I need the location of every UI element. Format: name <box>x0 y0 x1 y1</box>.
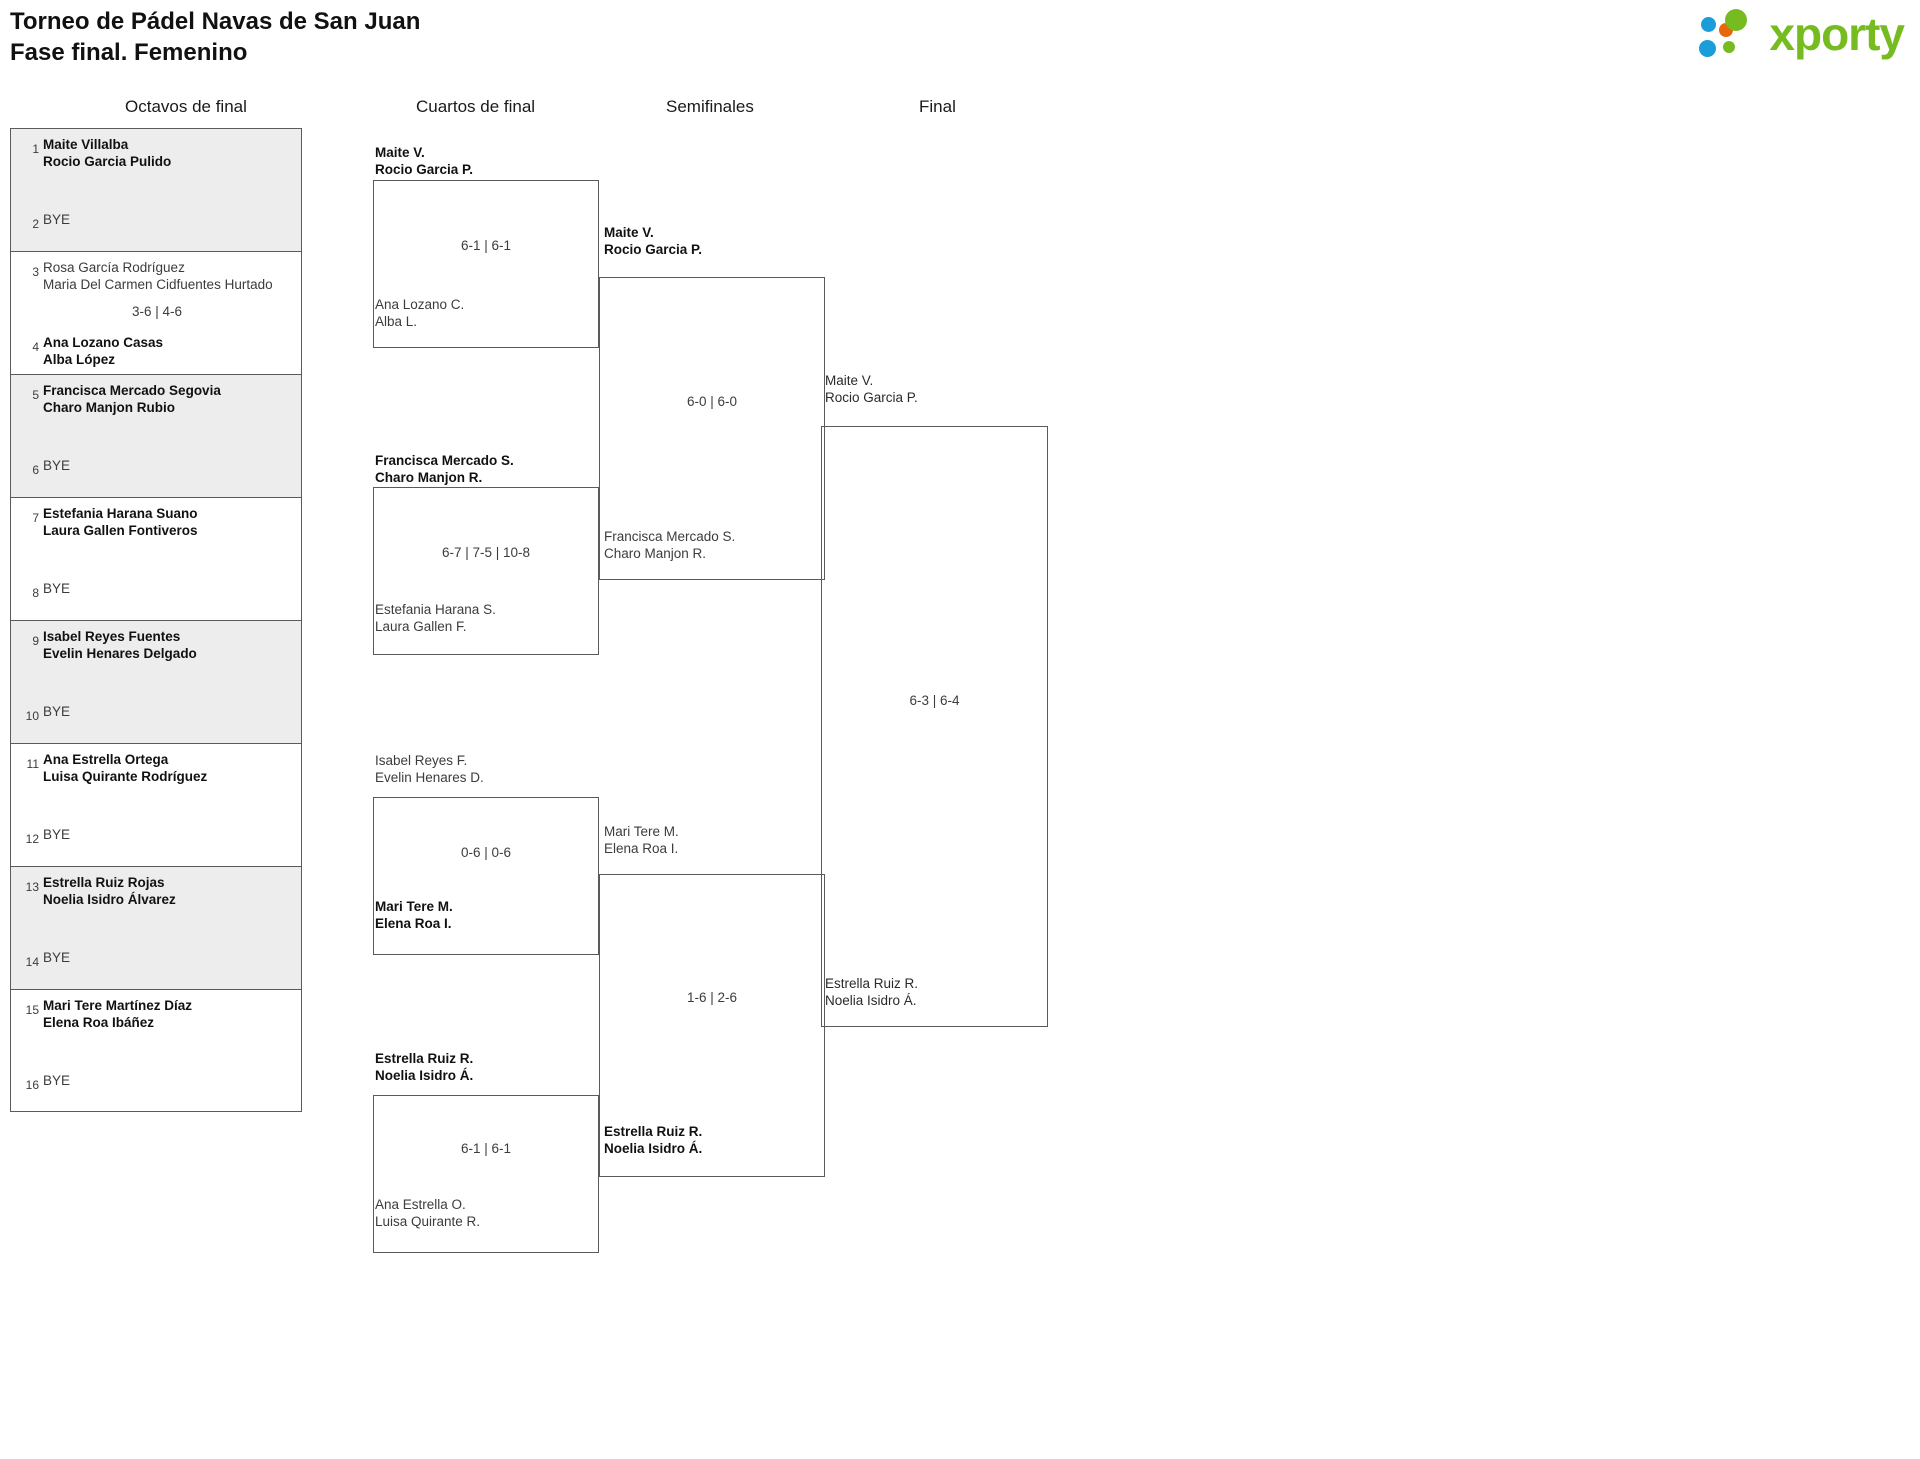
team-name: Mari Tere M. Elena Roa I. <box>375 899 453 931</box>
round2-match[interactable]: 6-1 | 6-1 <box>373 180 599 348</box>
seed-number: 2 <box>32 217 39 231</box>
seed-number: 3 <box>32 265 39 279</box>
team-name: Ana Lozano Casas Alba López <box>43 335 164 367</box>
seed-number: 1 <box>32 142 39 156</box>
tournament-name: Torneo de Pádel Navas de San Juan <box>10 8 421 35</box>
seed-number: 4 <box>32 340 39 354</box>
team-name: Isabel Reyes Fuentes Evelin Henares Delg… <box>43 629 197 661</box>
round1-match[interactable]: 11 Ana Estrella Ortega Luisa Quirante Ro… <box>10 743 302 866</box>
seed-number: 6 <box>32 463 39 477</box>
round-header-final: Final <box>919 97 956 116</box>
seed-number: 8 <box>32 586 39 600</box>
round1-match[interactable]: 13 Estrella Ruiz Rojas Noelia Isidro Álv… <box>10 866 302 989</box>
match-score: 1-6 | 2-6 <box>686 990 738 1005</box>
match-score: 6-1 | 6-1 <box>460 238 512 253</box>
logo-wordmark: xporty <box>1769 8 1905 60</box>
team-name: BYE <box>43 950 71 965</box>
team-name: Maite V. Rocio Garcia P. <box>825 373 918 405</box>
team-name: Rosa García Rodríguez Maria Del Carmen C… <box>43 260 273 292</box>
match-score: 3-6 | 4-6 <box>131 304 183 319</box>
round4-match[interactable]: 6-3 | 6-4 <box>821 426 1048 1027</box>
match-score: 6-1 | 6-1 <box>460 1141 512 1156</box>
team-name: BYE <box>43 458 71 473</box>
match-score: 6-7 | 7-5 | 10-8 <box>441 545 531 560</box>
team-name: Ana Estrella O. Luisa Quirante R. <box>375 1197 481 1229</box>
round1-match[interactable]: 5 Francisca Mercado Segovia Charo Manjon… <box>10 374 302 497</box>
match-score: 6-3 | 6-4 <box>909 693 960 708</box>
team-name: Francisca Mercado S. Charo Manjon R. <box>375 453 514 485</box>
logo-dots-icon <box>1699 9 1769 59</box>
team-name: Ana Lozano C. Alba L. <box>375 297 465 329</box>
team-name: Mari Tere Martínez Díaz Elena Roa Ibáñez <box>43 998 193 1030</box>
round1-column: 1 Maite Villalba Rocio Garcia Pulido 2 B… <box>10 128 302 1112</box>
team-name: Francisca Mercado Segovia Charo Manjon R… <box>43 383 221 415</box>
round2-match[interactable]: 0-6 | 0-6 <box>373 797 599 955</box>
team-name: BYE <box>43 1073 71 1088</box>
team-name: Estrella Ruiz R. Noelia Isidro Á. <box>375 1051 474 1083</box>
seed-number: 5 <box>32 388 39 402</box>
round1-match[interactable]: 9 Isabel Reyes Fuentes Evelin Henares De… <box>10 620 302 743</box>
team-name: BYE <box>43 704 71 719</box>
round-header-cuartos: Cuartos de final <box>416 97 536 116</box>
round2-match[interactable]: 6-1 | 6-1 <box>373 1095 599 1253</box>
team-name: BYE <box>43 581 71 596</box>
round-header-semifinales: Semifinales <box>666 97 754 116</box>
seed-number: 11 <box>26 757 39 771</box>
seed-number: 10 <box>25 709 39 723</box>
team-name: BYE <box>43 212 71 227</box>
seed-number: 7 <box>32 511 39 525</box>
seed-number: 13 <box>25 880 39 894</box>
xporty-logo[interactable]: xporty <box>1699 8 1905 60</box>
team-name: Estefania Harana S. Laura Gallen F. <box>375 602 496 634</box>
team-name: Estrella Ruiz R. Noelia Isidro Á. <box>604 1124 703 1156</box>
team-name: Mari Tere M. Elena Roa I. <box>604 824 679 856</box>
seed-number: 14 <box>25 955 39 969</box>
team-name: Maite V. Rocio Garcia P. <box>604 225 703 257</box>
team-name: Isabel Reyes F. Evelin Henares D. <box>375 753 484 785</box>
round1-match[interactable]: 3 Rosa García Rodríguez Maria Del Carmen… <box>10 251 302 374</box>
seed-number: 15 <box>25 1003 39 1017</box>
round1-match[interactable]: 7 Estefania Harana Suano Laura Gallen Fo… <box>10 497 302 620</box>
tournament-phase: Fase final. Femenino <box>10 39 248 66</box>
round1-match[interactable]: 15 Mari Tere Martínez Díaz Elena Roa Ibá… <box>10 989 302 1112</box>
seed-number: 9 <box>32 634 39 648</box>
team-name: Maite Villalba Rocio Garcia Pulido <box>43 137 172 169</box>
match-score: 6-0 | 6-0 <box>686 394 738 409</box>
team-name: BYE <box>43 827 71 842</box>
round2-match[interactable]: 6-7 | 7-5 | 10-8 <box>373 487 599 655</box>
seed-number: 16 <box>25 1078 39 1092</box>
page-title: Torneo de Pádel Navas de San Juan Fase f… <box>10 6 420 68</box>
team-name: Estrella Ruiz R. Noelia Isidro Á. <box>825 976 919 1008</box>
team-name: Maite V. Rocio Garcia P. <box>375 145 474 177</box>
round3-match[interactable]: 1-6 | 2-6 <box>599 874 825 1177</box>
team-name: Ana Estrella Ortega Luisa Quirante Rodrí… <box>43 752 208 784</box>
match-score: 0-6 | 0-6 <box>460 845 512 860</box>
round-header-octavos: Octavos de final <box>125 97 247 116</box>
team-name: Francisca Mercado S. Charo Manjon R. <box>604 529 736 561</box>
team-name: Estefania Harana Suano Laura Gallen Font… <box>43 506 198 538</box>
round3-match[interactable]: 6-0 | 6-0 <box>599 277 825 580</box>
round1-match[interactable]: 1 Maite Villalba Rocio Garcia Pulido 2 B… <box>10 128 302 251</box>
seed-number: 12 <box>25 832 39 846</box>
team-name: Estrella Ruiz Rojas Noelia Isidro Álvare… <box>43 875 176 907</box>
